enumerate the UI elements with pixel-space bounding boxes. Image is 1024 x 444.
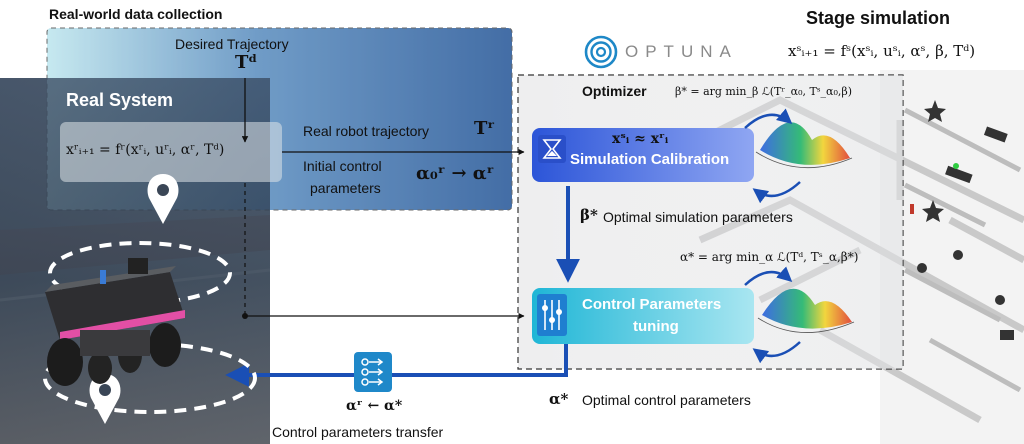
real-system-label: Real System: [66, 90, 174, 110]
control-tuning-label-line1: Control Parameters: [582, 296, 722, 313]
control-tuning-box: [532, 288, 754, 344]
location-pin-icon: [89, 374, 121, 424]
control-tuning-label-line2: tuning: [633, 318, 679, 335]
real-robot-trajectory-label: Real robot trajectory: [303, 123, 430, 139]
optimal-sim-params-label: Optimal simulation parameters: [603, 209, 793, 225]
sim-calibration-box: [532, 128, 754, 182]
desired-trajectory-symbol: Tᵈ: [235, 52, 258, 73]
beta-star-equation: β* = arg min_β ℒ(Tʳ_α₀, Tˢ_α₀,β): [675, 85, 853, 98]
location-pin-icon: [147, 174, 179, 224]
initial-control-label-line1: Initial control: [303, 158, 382, 174]
sim-calibration-label: Simulation Calibration: [570, 151, 730, 168]
transfer-icon: [354, 352, 392, 392]
real-trajectory-symbol: Tʳ: [474, 118, 495, 139]
real-dynamics-equation: xʳᵢ₊₁ = fʳ(xʳᵢ, uʳᵢ, αʳ, Tᵈ): [66, 142, 225, 158]
alpha-star-equation: α* = arg min_α ℒ(Tᵈ, Tˢ_α,β*): [680, 250, 859, 264]
optimizer-label: Optimizer: [582, 83, 647, 99]
alpha-initial-symbol: α₀ʳ → αʳ: [416, 163, 495, 184]
calibration-equation: xˢᵢ ≈ xʳᵢ: [612, 131, 669, 147]
optuna-wordmark: OPTUNA: [625, 42, 738, 61]
star-obstacle: [922, 200, 944, 222]
alpha-star-symbol: α*: [549, 390, 569, 408]
sliders-icon: [537, 294, 567, 336]
control-transfer-arrow: [225, 344, 568, 387]
alpha-transfer-symbol: αʳ ← α*: [346, 398, 403, 414]
data-collection-title: Real-world data collection: [49, 6, 223, 22]
beta-star-symbol: β*: [580, 206, 598, 224]
surface-plot-icon: [757, 288, 855, 333]
desired-trajectory-label: Desired Trajectory: [175, 36, 289, 52]
goal-marker: [953, 163, 959, 169]
hourglass-icon: [538, 135, 566, 163]
optimal-control-params-label: Optimal control parameters: [582, 392, 751, 408]
star-obstacle: [924, 100, 946, 122]
robot-rover-icon: [45, 258, 185, 386]
surface-plot-icon: [755, 122, 853, 169]
optuna-logo-icon: [584, 35, 618, 69]
real-dynamics-box: [60, 122, 282, 182]
control-transfer-label: Control parameters transfer: [272, 424, 444, 440]
initial-control-label-line2: parameters: [310, 180, 381, 196]
sim-dynamics-equation: xˢᵢ₊₁ = fˢ(xˢᵢ, uˢᵢ, αˢ, β, Tᵈ): [788, 42, 976, 60]
stage-simulation-title: Stage simulation: [806, 8, 951, 28]
